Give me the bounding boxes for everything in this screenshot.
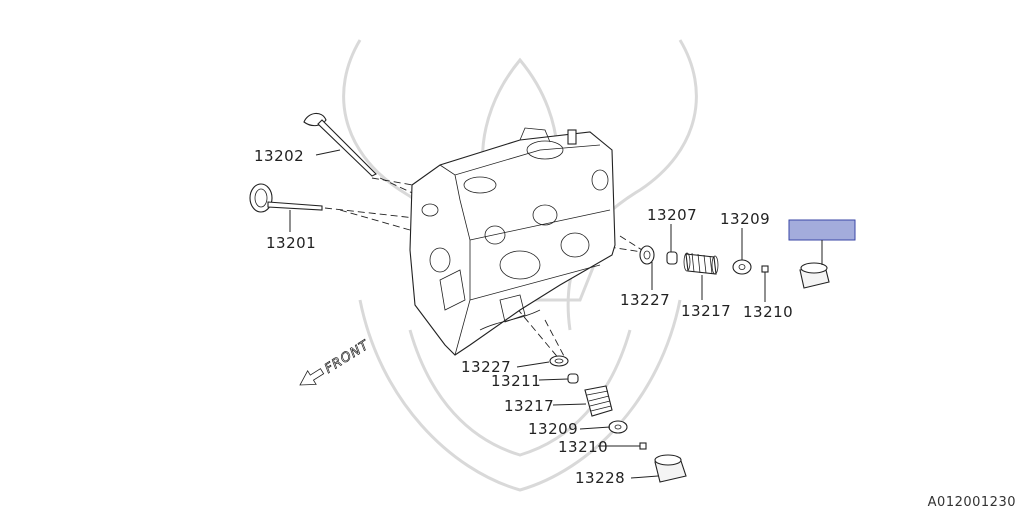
label-13217-top[interactable]: 13217 <box>681 302 731 320</box>
cylinder-head <box>409 127 616 356</box>
label-13209-bottom[interactable]: 13209 <box>528 420 578 438</box>
label-13211[interactable]: 13211 <box>491 372 541 390</box>
label-13217-bottom[interactable]: 13217 <box>504 397 554 415</box>
valve-13202[interactable] <box>303 112 377 177</box>
label-13207[interactable]: 13207 <box>647 206 697 224</box>
label-13209-top[interactable]: 13209 <box>720 210 770 228</box>
retainer-13209-bottom[interactable] <box>608 420 628 434</box>
oil-seal-13227-top[interactable] <box>639 245 655 265</box>
highlight-box[interactable] <box>788 219 856 241</box>
diagram-code: A012001230 <box>927 495 1016 510</box>
oil-seal-13227-bottom[interactable] <box>549 355 569 367</box>
valve-spring-13217-top[interactable] <box>683 252 719 275</box>
valve-13201[interactable] <box>249 183 323 213</box>
valve-stem-seal-13207[interactable] <box>666 251 678 265</box>
valve-spring-13217-bottom[interactable] <box>584 385 613 417</box>
label-13210-bottom[interactable]: 13210 <box>558 438 608 456</box>
retainer-13209-top[interactable] <box>732 259 752 275</box>
label-13201[interactable]: 13201 <box>266 234 316 252</box>
label-13227-top[interactable]: 13227 <box>620 291 670 309</box>
front-direction-indicator: FRONT <box>299 337 373 386</box>
front-label: FRONT <box>322 338 372 377</box>
collet-13210-bottom[interactable] <box>639 442 647 450</box>
label-13202[interactable]: 13202 <box>254 147 304 165</box>
leader-lines <box>289 149 823 479</box>
collet-13210-top[interactable] <box>761 265 769 273</box>
label-13228[interactable]: 13228 <box>575 469 625 487</box>
tappet-top[interactable] <box>799 262 830 289</box>
label-13210-top[interactable]: 13210 <box>743 303 793 321</box>
label-13227-bottom[interactable]: 13227 <box>461 358 511 376</box>
front-arrow-icon <box>299 368 325 386</box>
tappet-13228[interactable] <box>654 454 687 483</box>
valve-stem-seal-13211[interactable] <box>567 373 579 384</box>
